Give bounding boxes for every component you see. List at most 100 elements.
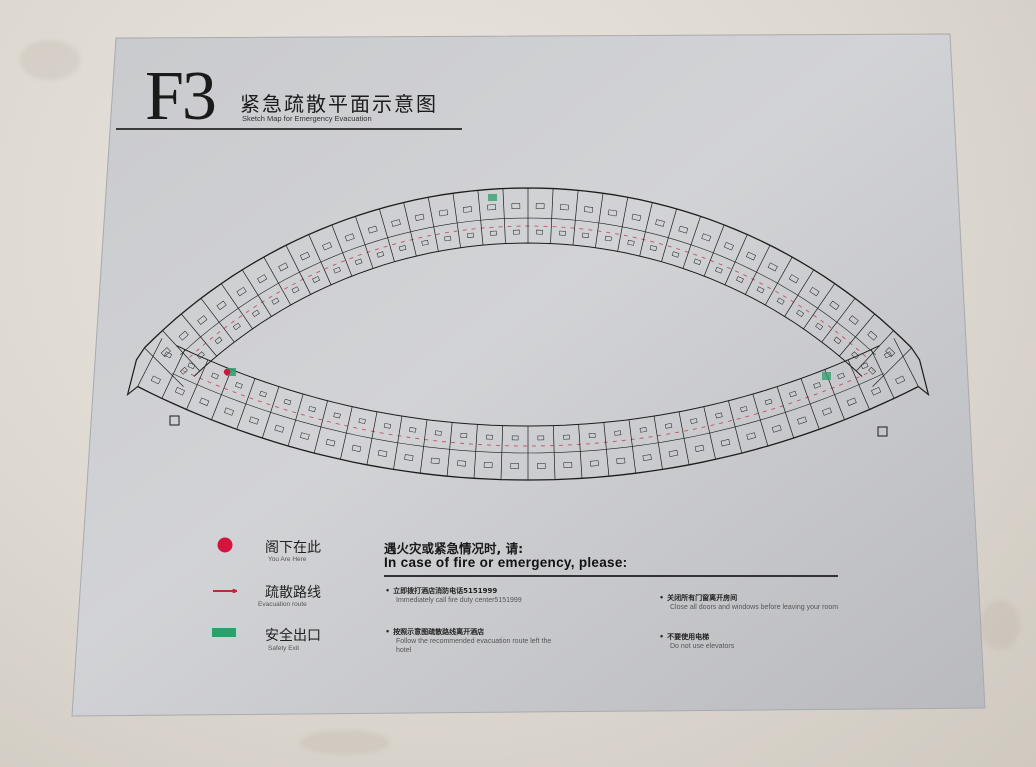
room-fixture: [665, 423, 673, 429]
room-divider: [728, 400, 743, 454]
room-fixture: [867, 330, 878, 341]
room-divider: [477, 190, 484, 246]
room-fixture: [196, 351, 205, 360]
room-divider: [661, 208, 677, 262]
room-fixture: [736, 276, 744, 283]
room-divider: [355, 216, 374, 269]
room-fixture: [668, 450, 679, 457]
room-fixture: [511, 203, 521, 209]
instruction-en: Immediately call fire duty center5151999: [396, 597, 522, 604]
legend-label: 疏散路线: [265, 585, 321, 601]
room-fixture: [376, 251, 385, 258]
room-divider: [839, 313, 875, 357]
emergency-divider: [384, 575, 838, 577]
room-divider: [261, 386, 280, 439]
room-divider: [776, 386, 795, 439]
room-fixture: [444, 235, 452, 242]
legend-label: 安全出口: [265, 628, 321, 644]
room-fixture: [291, 286, 300, 294]
room-fixture: [895, 375, 906, 385]
room-fixture: [846, 397, 857, 406]
room-fixture: [383, 423, 391, 429]
room-divider: [872, 347, 912, 387]
room-divider: [678, 411, 690, 465]
map-title-cn: 紧急疏散平面示意图: [240, 92, 438, 116]
room-fixture: [490, 230, 497, 236]
room-fixture: [720, 439, 731, 447]
room-divider: [784, 269, 815, 317]
room-divider: [821, 298, 856, 343]
room-divider: [764, 256, 793, 306]
building-inner-wall: [176, 345, 880, 427]
room-fixture: [583, 206, 594, 213]
room-divider: [379, 208, 395, 262]
room-fixture: [483, 462, 493, 469]
room-fixture: [197, 315, 208, 325]
room-fixture: [187, 362, 196, 370]
instruction-cn: 立即拨打酒店消防电话5151999: [393, 587, 498, 595]
room-divider: [144, 347, 184, 387]
room-divider: [617, 197, 629, 252]
room-fixture: [259, 390, 267, 398]
room-fixture: [414, 213, 425, 221]
room-fixture: [756, 286, 765, 294]
room-fixture: [848, 315, 859, 325]
room-fixture: [589, 460, 599, 467]
room-fixture: [434, 430, 442, 436]
map-title-en: Sketch Map for Emergency Evacuation: [242, 114, 372, 123]
evacuation-route: [182, 370, 874, 447]
instruction-cn: 不要使用电梯: [667, 633, 710, 641]
room-fixture: [767, 262, 778, 272]
room-divider: [552, 425, 556, 480]
room-fixture: [885, 347, 896, 358]
room-fixture: [322, 242, 333, 251]
wing-end-wall: [126, 347, 145, 397]
room-fixture: [714, 266, 723, 274]
room-fixture: [837, 372, 845, 380]
room-fixture: [559, 230, 566, 236]
room-fixture: [797, 416, 807, 425]
room-fixture: [299, 251, 310, 261]
room-divider: [287, 393, 304, 447]
room-fixture: [627, 239, 635, 246]
room-divider: [800, 378, 820, 430]
room-divider: [313, 400, 328, 454]
room-fixture: [746, 432, 757, 440]
instruction-en: Do not use elevators: [670, 643, 735, 650]
room-fixture: [278, 262, 289, 272]
room-fixture: [813, 382, 821, 389]
room-fixture: [616, 457, 626, 465]
wall-spot: [300, 730, 390, 755]
room-fixture: [421, 239, 429, 246]
room-divider: [603, 422, 610, 477]
wall-spot: [980, 600, 1020, 650]
stair-marker: [169, 415, 180, 426]
instruction-item: •按照示意图疏散路线离开酒店 Follow the recommended ev…: [386, 627, 566, 655]
room-fixture: [809, 286, 820, 297]
room-divider: [220, 283, 253, 330]
instruction-item: •关闭所有门窗离开房间 Close all doors and windows …: [660, 593, 845, 612]
room-divider: [186, 359, 209, 410]
room-divider: [285, 245, 311, 295]
room-divider: [427, 197, 439, 252]
room-fixture: [460, 432, 468, 438]
room-fixture: [513, 229, 520, 235]
room-fixture: [614, 430, 622, 436]
building-inner-wall: [193, 242, 863, 377]
room-divider: [500, 425, 504, 480]
room-fixture: [344, 233, 355, 242]
safety-exit-marker: [488, 194, 497, 201]
room-fixture: [671, 251, 680, 258]
room-divider: [628, 419, 637, 474]
room-fixture: [467, 232, 474, 238]
room-divider: [241, 269, 272, 317]
room-fixture: [771, 424, 782, 433]
instruction-item: •不要使用电梯 Do not use elevators: [660, 632, 734, 651]
room-fixture: [788, 274, 799, 284]
room-fixture: [391, 219, 401, 227]
room-fixture: [457, 460, 467, 467]
room-fixture: [377, 450, 388, 457]
instruction-en: Close all doors and windows before leavi…: [670, 604, 839, 611]
room-fixture: [693, 258, 702, 266]
